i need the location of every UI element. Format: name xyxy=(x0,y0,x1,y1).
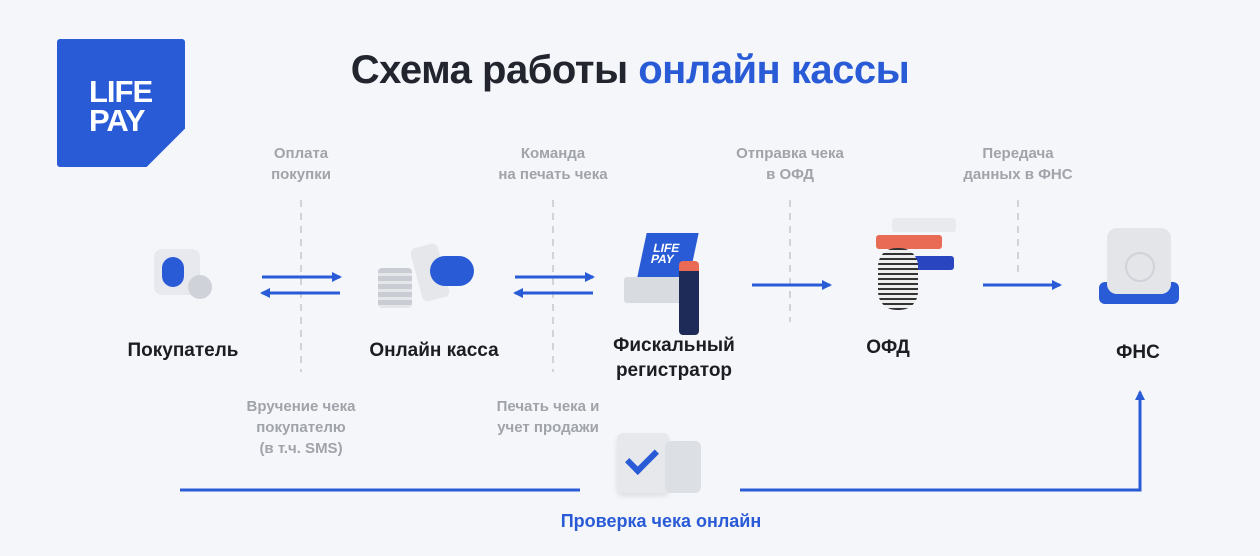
buyer-icon xyxy=(150,245,212,305)
tax-service-icon xyxy=(1095,222,1185,312)
online-check-label: Проверка чека онлайн xyxy=(560,511,762,531)
page-title: Схема работы онлайн кассы xyxy=(0,48,1260,93)
receipt-roll-icon xyxy=(870,218,960,318)
node-ofd: ОФД xyxy=(866,337,910,358)
check-line-right xyxy=(740,390,1145,492)
title-accent: онлайн кассы xyxy=(638,48,910,92)
logo-line1: LIFE xyxy=(89,74,153,109)
logo-line2: PAY xyxy=(89,103,146,138)
node-fns: ФНС xyxy=(1116,342,1160,363)
cloud-cash-icon xyxy=(378,240,478,310)
node-buyer: Покупатель xyxy=(127,340,239,361)
node-online-cash: Онлайн касса xyxy=(369,340,499,361)
checkmark-document-icon xyxy=(605,425,715,500)
title-part1: Схема работы xyxy=(350,48,639,92)
